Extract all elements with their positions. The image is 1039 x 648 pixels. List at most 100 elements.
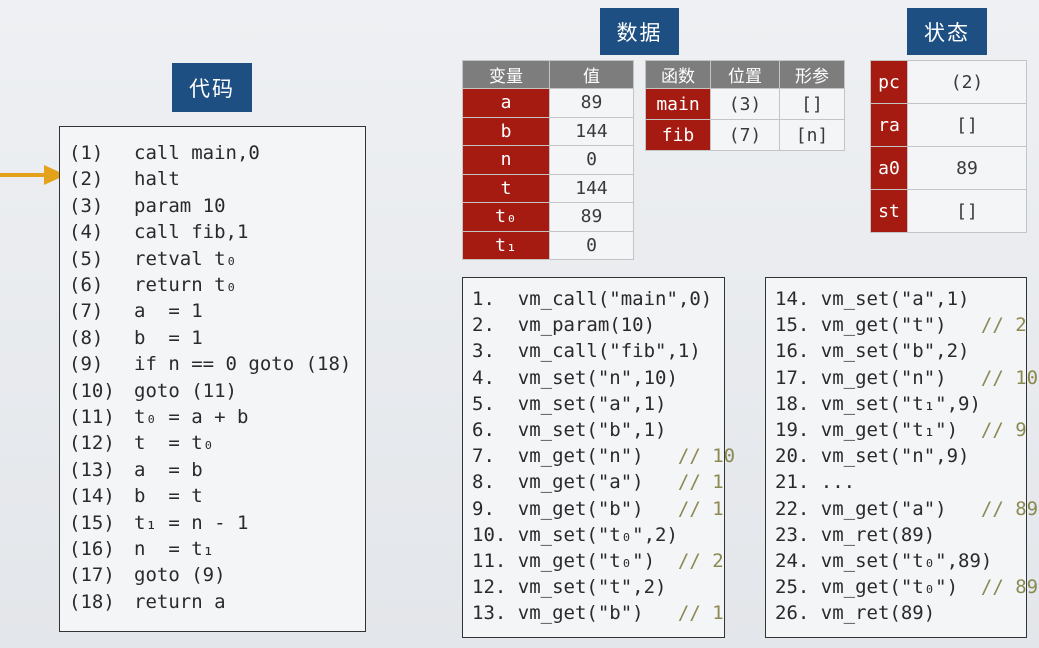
trace-code: 19. vm_get("t₁") — [775, 419, 970, 441]
trace-line: 25. vm_get("t₀") // 89 — [775, 574, 1038, 600]
function-params: [n] — [779, 119, 845, 151]
trace-code: 10. vm_set("t₀",2) — [472, 523, 678, 546]
variable-value: 0 — [549, 230, 634, 260]
code-line-number: (6) — [69, 274, 104, 296]
code-line-number: (18) — [69, 590, 115, 613]
code-line-text: t₁ = n - 1 — [134, 511, 249, 534]
variable-value: 89 — [549, 88, 634, 118]
state-name: ra — [870, 103, 908, 147]
trace-comment: // 9 — [969, 419, 1027, 441]
trace-code: 5. vm_set("a",1) — [472, 392, 667, 415]
state-row: pc(2) — [870, 60, 1027, 104]
variable-name: t₀ — [462, 202, 550, 232]
code-listing: (1)call main,0(2)halt(3)param 10(4)call … — [59, 126, 366, 632]
code-line-text: b = t — [134, 485, 203, 508]
trace-code: 14. vm_set("a",1) — [775, 288, 970, 310]
trace-line: 8. vm_get("a") // 1 — [472, 469, 724, 495]
code-line-number: (11) — [69, 406, 115, 428]
trace-listing-left: 1. vm_call("main",0) 2. vm_param(10)3. vm… — [462, 277, 735, 638]
trace-code: 9. vm_get("b") — [472, 497, 667, 520]
code-line-text: param 10 — [134, 194, 226, 217]
code-line-text: call fib,1 — [134, 221, 249, 244]
code-line-text: goto (11) — [134, 379, 237, 402]
trace-code: 12. vm_set("t",2) — [472, 576, 667, 599]
trace-code: 17. vm_get("n") — [775, 366, 970, 389]
code-line-number: (10) — [69, 379, 115, 402]
code-line-number: (12) — [69, 432, 115, 455]
trace-code: 18. vm_set("t₁",9) — [775, 392, 981, 415]
trace-line: 20. vm_set("n",9) — [775, 443, 969, 469]
fn-header-params: 形参 — [779, 60, 845, 89]
code-line-text: halt — [134, 168, 180, 191]
code-line-number: (14) — [69, 485, 115, 508]
variable-name: t₁ — [462, 230, 550, 260]
code-line-text: a = b — [134, 458, 203, 481]
trace-code: 8. vm_get("a") — [472, 471, 667, 494]
state-value: (2) — [907, 60, 1027, 104]
variable-name: t — [462, 173, 550, 203]
trace-code: 11. vm_get("t₀") — [472, 550, 667, 572]
state-value: [] — [907, 103, 1027, 147]
code-line-text: if n == 0 goto (18) — [134, 353, 352, 376]
state-name: pc — [870, 60, 908, 104]
trace-comment: // 89 — [969, 497, 1039, 520]
trace-code: 23. vm_ret(89) — [775, 523, 936, 546]
trace-code: 4. vm_set("n",10) — [472, 366, 678, 389]
trace-line: 7. vm_get("n") // 10 — [472, 443, 735, 469]
trace-line: 1. vm_call("main",0) — [472, 286, 712, 312]
code-line-text: goto (9) — [134, 564, 226, 587]
variable-value: 89 — [549, 202, 634, 232]
trace-comment: // 2 — [969, 314, 1027, 337]
code-line-text: call main,0 — [134, 142, 260, 164]
function-position: (3) — [710, 88, 780, 120]
trace-comment: // 10 — [666, 445, 736, 468]
trace-line: 23. vm_ret(89) — [775, 522, 935, 548]
trace-line: 13. vm_get("b") // 1 — [472, 600, 724, 626]
code-line-text: n = t₁ — [134, 538, 215, 560]
function-params: [] — [779, 88, 845, 120]
trace-line: 10. vm_set("t₀",2) — [472, 522, 678, 548]
trace-code: 24. vm_set("t₀",89) — [775, 550, 993, 572]
variable-name: b — [462, 116, 550, 146]
trace-line: 17. vm_get("n") // 10 — [775, 365, 1038, 391]
code-title: 代码 — [172, 63, 252, 112]
state-row: st[] — [870, 189, 1027, 233]
trace-line: 11. vm_get("t₀") // 2 — [472, 548, 724, 574]
function-table: 函数 位置 形参 main(3)[]fib(7)[n] — [645, 60, 845, 151]
trace-line: 2. vm_param(10) — [472, 312, 655, 338]
trace-code: 15. vm_get("t") — [775, 314, 970, 337]
code-line-number: (15) — [69, 511, 115, 534]
trace-line: 5. vm_set("a",1) — [472, 391, 666, 417]
trace-line: 3. vm_call("fib",1) — [472, 338, 701, 364]
trace-line: 16. vm_set("b",2) — [775, 338, 969, 364]
fn-header-position: 位置 — [710, 60, 780, 89]
code-line-number: (7) — [69, 300, 104, 323]
trace-line: 19. vm_get("t₁") // 9 — [775, 417, 1027, 443]
code-line-number: (16) — [69, 538, 115, 560]
state-name: a0 — [870, 146, 908, 190]
trace-line: 9. vm_get("b") // 1 — [472, 496, 724, 522]
code-line-number: (5) — [69, 247, 104, 270]
variable-value: 144 — [549, 116, 634, 146]
code-line-number: (8) — [69, 326, 104, 349]
trace-code: 6. vm_set("b",1) — [472, 419, 667, 441]
trace-code: 7. vm_get("n") — [472, 445, 667, 468]
trace-code: 1. vm_call("main",0) — [472, 288, 713, 310]
trace-code: 2. vm_param(10) — [472, 314, 656, 337]
trace-line: 15. vm_get("t") // 2 — [775, 312, 1027, 338]
var-header-value: 值 — [549, 60, 634, 89]
function-name: main — [645, 88, 711, 120]
state-value: 89 — [907, 146, 1027, 190]
state-title: 状态 — [907, 8, 987, 55]
code-line-number: (13) — [69, 458, 115, 481]
trace-code: 25. vm_get("t₀") — [775, 576, 970, 599]
arrow-right-icon — [0, 165, 66, 185]
code-line-number: (2) — [69, 168, 104, 191]
